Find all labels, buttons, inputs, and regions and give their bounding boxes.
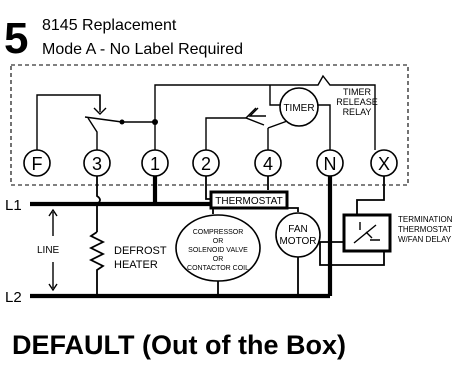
compressor-label-2: OR — [213, 238, 224, 245]
termination-label-2: THERMOSTAT — [398, 225, 452, 234]
step-number: 5 — [4, 14, 28, 63]
terminal-x-lead — [356, 176, 385, 215]
header-subtitle: Mode A - No Label Required — [42, 41, 243, 58]
terminal-f: F — [23, 149, 51, 177]
terminal-n: N — [316, 149, 344, 177]
relay-label-line3: RELAY — [343, 107, 372, 117]
compressor-label-3: SOLENOID VALVE — [188, 247, 248, 254]
compressor-label-4: OR — [213, 256, 224, 263]
svg-text:N: N — [324, 154, 337, 174]
terminal-2: 2 — [192, 149, 220, 177]
fan-motor-label-2: MOTOR — [279, 236, 316, 247]
l1-label: L1 — [5, 197, 22, 214]
timer-enclosure — [10, 64, 409, 186]
svg-text:4: 4 — [263, 154, 273, 174]
timer-label: TIMER — [283, 103, 314, 114]
fan-motor — [275, 212, 321, 258]
svg-text:1: 1 — [150, 154, 160, 174]
svg-text:X: X — [378, 154, 390, 174]
terminal-3-lead — [96, 176, 101, 232]
switch-contact-dot — [119, 119, 125, 125]
fan-motor-label-1: FAN — [288, 224, 307, 235]
l2-label: L2 — [5, 289, 22, 306]
terminal-x: X — [370, 149, 398, 177]
compressor-label-1: COMPRESSOR — [193, 229, 244, 236]
defrost-heater-label-1: DEFROST — [114, 245, 167, 257]
header-title: 8145 Replacement — [42, 17, 177, 34]
terminal-3: 3 — [83, 149, 111, 177]
relay-label-line2: RELEASE — [336, 97, 378, 107]
compressor-label-5: CONTACTOR COIL — [187, 265, 249, 272]
svg-text:2: 2 — [201, 154, 211, 174]
termination-label-1: TERMINATION — [398, 215, 453, 224]
svg-text:F: F — [32, 154, 43, 174]
thermostat-label: THERMOSTAT — [215, 196, 282, 207]
junction-dot — [152, 119, 158, 125]
defrost-heater-resistor — [88, 231, 106, 296]
relay-label-line1: TIMER — [343, 87, 371, 97]
line-label: LINE — [37, 245, 60, 256]
footer-caption: DEFAULT (Out of the Box) — [12, 330, 346, 360]
termination-label-3: W/FAN DELAY — [398, 235, 452, 244]
terminal-4: 4 — [254, 149, 282, 177]
terminal-1: 1 — [141, 149, 169, 177]
svg-text:3: 3 — [92, 154, 102, 174]
defrost-heater-label-2: HEATER — [114, 259, 158, 271]
internal-wiring — [36, 74, 376, 150]
timer-motor — [279, 87, 319, 127]
